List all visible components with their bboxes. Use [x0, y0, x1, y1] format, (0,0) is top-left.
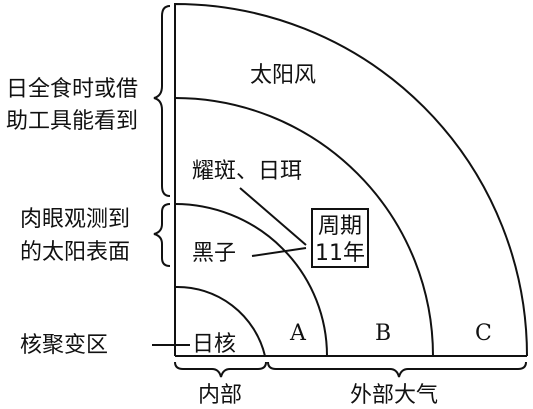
- layer-b-letter: B: [375, 321, 391, 346]
- flare-prominence-label: 耀斑、日珥: [192, 159, 302, 184]
- sunspot-label: 黑子: [192, 241, 236, 266]
- eclipse-label-line1: 日全食时或借: [6, 77, 138, 102]
- atmosphere-label: 外部大气: [350, 383, 438, 408]
- layer-c-inner-boundary: [174, 97, 434, 357]
- layer-b-inner-boundary: [174, 203, 328, 357]
- period-box: [311, 208, 369, 268]
- interior-brace: [174, 361, 267, 378]
- eclipse-brace: [153, 5, 171, 197]
- interior-label: 内部: [198, 383, 242, 408]
- fusion-zone-label: 核聚变区: [20, 333, 108, 358]
- layer-a-letter: A: [289, 321, 307, 346]
- flare-pointer-line: [239, 187, 307, 246]
- core-boundary: [174, 285, 266, 357]
- core-label: 日核: [192, 332, 236, 357]
- naked-eye-brace: [153, 203, 171, 267]
- naked-eye-label-line1: 肉眼观测到: [20, 207, 130, 232]
- outer-boundary: [174, 2, 528, 357]
- solar-wind-label: 太阳风: [250, 63, 316, 88]
- period-box-line1: 周期: [318, 214, 362, 239]
- period-box-line2: 11年: [315, 241, 365, 266]
- sunspot-pointer-line: [251, 247, 307, 257]
- eclipse-label-line2: 助工具能看到: [6, 109, 138, 134]
- atmosphere-brace: [267, 361, 527, 378]
- naked-eye-label-line2: 的太阳表面: [20, 240, 130, 265]
- layer-c-letter: C: [475, 321, 492, 346]
